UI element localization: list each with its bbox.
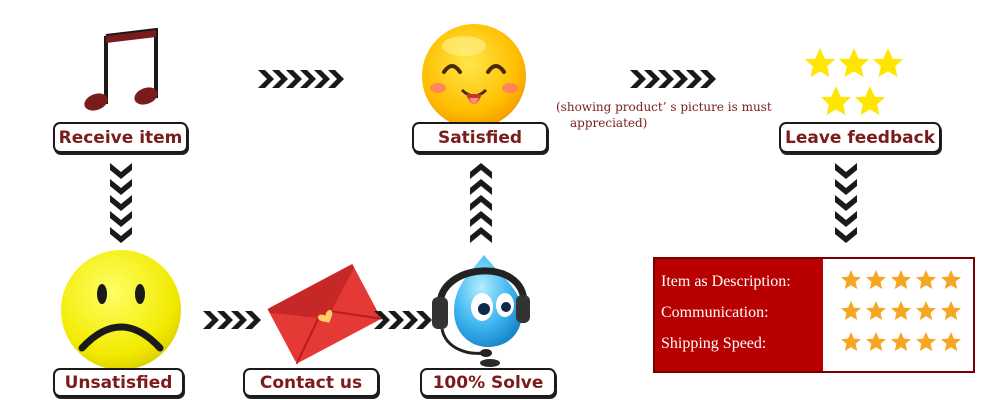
star-icon	[891, 301, 911, 320]
rating-criteria-column: Item as Description: Communication: Ship…	[655, 259, 823, 371]
star-icon	[941, 270, 961, 289]
rating-stars-row	[823, 301, 973, 332]
chevron-down-arrows	[110, 163, 132, 243]
rating-stars-row	[823, 332, 973, 363]
unsatisfied-label: Unsatisfied	[53, 368, 184, 397]
chevron-down-arrows	[835, 163, 857, 243]
feedback-rating-table: Item as Description: Communication: Ship…	[653, 257, 975, 373]
star-icon	[891, 332, 911, 351]
star-icon	[941, 332, 961, 351]
rating-row-label: Communication:	[661, 304, 769, 321]
chevron-right-arrows	[374, 311, 432, 329]
chevron-up-arrows	[470, 163, 492, 243]
chevron-right-arrows	[630, 70, 716, 88]
star-icon	[891, 270, 911, 289]
sad-face-icon	[61, 250, 181, 370]
receive-item-label: Receive item	[53, 122, 188, 153]
star-icon	[866, 270, 886, 289]
solve-label: 100% Solve	[420, 368, 556, 397]
envelope-icon	[267, 263, 382, 365]
star-icon	[841, 301, 861, 320]
picture-note: (showing product’ s picture is must appr…	[556, 99, 772, 131]
star-icon	[841, 332, 861, 351]
picture-note-line1: (showing product’ s picture is must	[556, 100, 772, 114]
star-icon	[916, 270, 936, 289]
leave-feedback-label: Leave feedback	[779, 122, 941, 153]
star-icon	[916, 332, 936, 351]
music-note-icon	[84, 28, 158, 111]
feedback-stars-icon	[804, 48, 904, 115]
chevron-right-arrows	[258, 70, 344, 88]
satisfied-label: Satisfied	[412, 122, 548, 153]
chevron-right-arrows	[203, 311, 261, 329]
rating-row-label: Item as Description:	[661, 273, 791, 290]
picture-note-line2: appreciated)	[570, 116, 648, 130]
rating-stars-column	[823, 259, 973, 371]
star-icon	[941, 301, 961, 320]
star-icon	[866, 301, 886, 320]
star-icon	[916, 301, 936, 320]
rating-stars-row	[823, 270, 973, 301]
star-icon	[841, 270, 861, 289]
contact-us-label: Contact us	[243, 368, 379, 397]
support-headset-icon	[432, 255, 530, 367]
happy-face-icon	[422, 24, 526, 128]
star-icon	[866, 332, 886, 351]
rating-row-label: Shipping Speed:	[661, 335, 767, 352]
